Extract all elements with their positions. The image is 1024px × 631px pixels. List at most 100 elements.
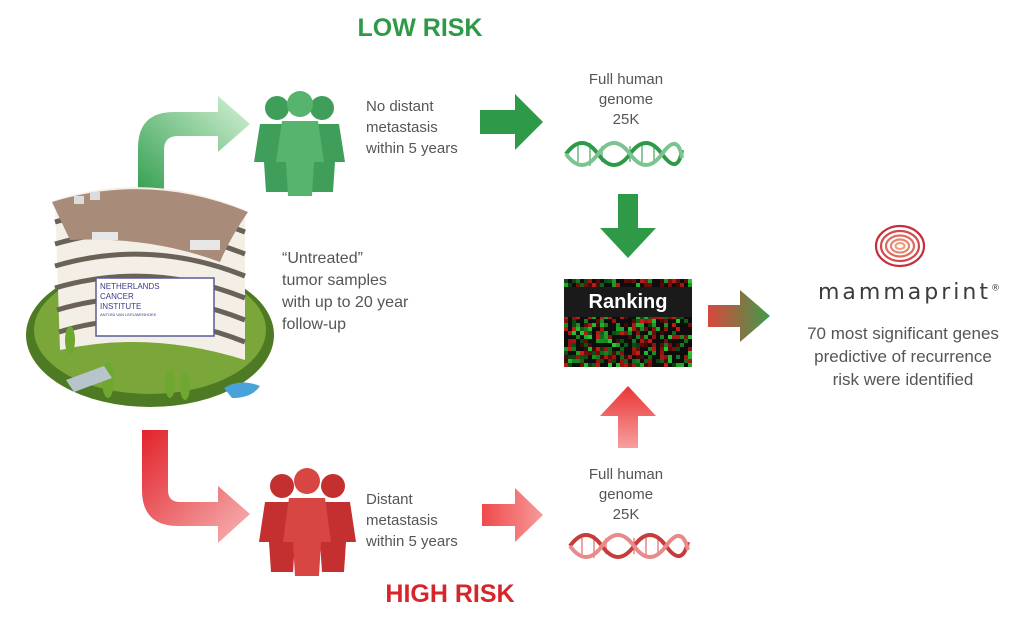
- heatmap-cell: [572, 319, 576, 323]
- brand-name: mammaprint: [818, 280, 991, 305]
- heatmap-cell: [584, 319, 588, 323]
- heatmap-cell: [688, 363, 692, 367]
- low-genome-line-1: Full human: [588, 71, 664, 88]
- heatmap-cell: [564, 347, 568, 351]
- heatmap-cell: [608, 363, 612, 367]
- heatmap-cell: [584, 323, 588, 327]
- heatmap-cell: [676, 319, 680, 323]
- heatmap-cell: [580, 331, 584, 335]
- heatmap-cell: [604, 331, 608, 335]
- heatmap-cell: [608, 347, 612, 351]
- heatmap-cell: [644, 319, 648, 323]
- heatmap-cell: [660, 359, 664, 363]
- high-genome-line-1: Full human: [588, 466, 664, 483]
- heatmap-cell: [584, 339, 588, 343]
- heatmap-cell: [596, 283, 600, 287]
- heatmap-cell: [588, 315, 592, 319]
- heatmap-cell: [668, 355, 672, 359]
- heatmap-cell: [596, 355, 600, 359]
- heatmap-cell: [668, 315, 672, 319]
- heatmap-cell: [688, 323, 692, 327]
- heatmap-cell: [584, 283, 588, 287]
- heatmap-cell: [620, 347, 624, 351]
- heatmap-cell: [572, 323, 576, 327]
- heatmap-cell: [652, 315, 656, 319]
- heatmap-cell: [620, 327, 624, 331]
- heatmap-cell: [584, 363, 588, 367]
- heatmap-cell: [644, 339, 648, 343]
- heatmap-cell: [628, 331, 632, 335]
- heatmap-cell: [604, 323, 608, 327]
- heatmap-cell: [612, 283, 616, 287]
- heatmap-cell: [580, 339, 584, 343]
- samples-description: “Untreated” tumor samples with up to 20 …: [282, 248, 408, 336]
- heatmap-cell: [596, 323, 600, 327]
- heatmap-cell: [608, 279, 612, 283]
- low-desc-line-1: No distant: [366, 98, 434, 115]
- heatmap-cell: [680, 283, 684, 287]
- heatmap-cell: [624, 343, 628, 347]
- heatmap-cell: [636, 347, 640, 351]
- heatmap-cell: [564, 327, 568, 331]
- heatmap-cell: [660, 343, 664, 347]
- heatmap-cell: [664, 359, 668, 363]
- heatmap-cell: [648, 355, 652, 359]
- heatmap-cell: [564, 355, 568, 359]
- heatmap-cell: [628, 327, 632, 331]
- heatmap-cell: [584, 331, 588, 335]
- heatmap-cell: [588, 279, 592, 283]
- heatmap-cell: [672, 347, 676, 351]
- high-desc-line-1: Distant: [366, 491, 413, 508]
- heatmap-cell: [624, 359, 628, 363]
- heatmap-cell: [672, 315, 676, 319]
- heatmap-cell: [636, 327, 640, 331]
- heatmap-cell: [612, 319, 616, 323]
- heatmap-cell: [568, 359, 572, 363]
- heatmap-cell: [664, 327, 668, 331]
- heatmap-cell: [580, 351, 584, 355]
- heatmap-cell: [600, 327, 604, 331]
- heatmap-cell: [644, 315, 648, 319]
- heatmap-cell: [572, 343, 576, 347]
- samples-line-3: with up to 20 year: [282, 294, 409, 311]
- heatmap-cell: [568, 363, 572, 367]
- heatmap-cell: [648, 279, 652, 283]
- heatmap-cell: [592, 363, 596, 367]
- heatmap-cell: [600, 319, 604, 323]
- heatmap-cell: [620, 363, 624, 367]
- heatmap-cell: [564, 315, 568, 319]
- heatmap-cell: [620, 355, 624, 359]
- high-desc-line-3: within 5 years: [366, 533, 458, 550]
- heatmap-cell: [624, 279, 628, 283]
- heatmap-cell: [640, 315, 644, 319]
- heatmap-cell: [608, 315, 612, 319]
- heatmap-cell: [604, 339, 608, 343]
- sign-line-2: CANCER: [100, 292, 134, 301]
- heatmap-cell: [632, 343, 636, 347]
- heatmap-cell: [612, 279, 616, 283]
- heatmap-cell: [668, 347, 672, 351]
- high-risk-genome-text: Full human genome 25K: [566, 465, 686, 525]
- heatmap-cell: [596, 335, 600, 339]
- heatmap-cell: [596, 319, 600, 323]
- heatmap-cell: [624, 331, 628, 335]
- heatmap-cell: [644, 359, 648, 363]
- heatmap-cell: [600, 339, 604, 343]
- heatmap-cell: [596, 279, 600, 283]
- building-sign: NETHERLANDS CANCER INSTITUTE ANTONI VAN …: [100, 282, 180, 318]
- heatmap-cell: [644, 279, 648, 283]
- heatmap-cell: [676, 279, 680, 283]
- heatmap-cell: [644, 351, 648, 355]
- heatmap-cell: [632, 327, 636, 331]
- heatmap-cell: [624, 363, 628, 367]
- heatmap-cell: [572, 279, 576, 283]
- heatmap-cell: [640, 363, 644, 367]
- heatmap-cell: [608, 351, 612, 355]
- heatmap-cell: [564, 319, 568, 323]
- heatmap-cell: [568, 331, 572, 335]
